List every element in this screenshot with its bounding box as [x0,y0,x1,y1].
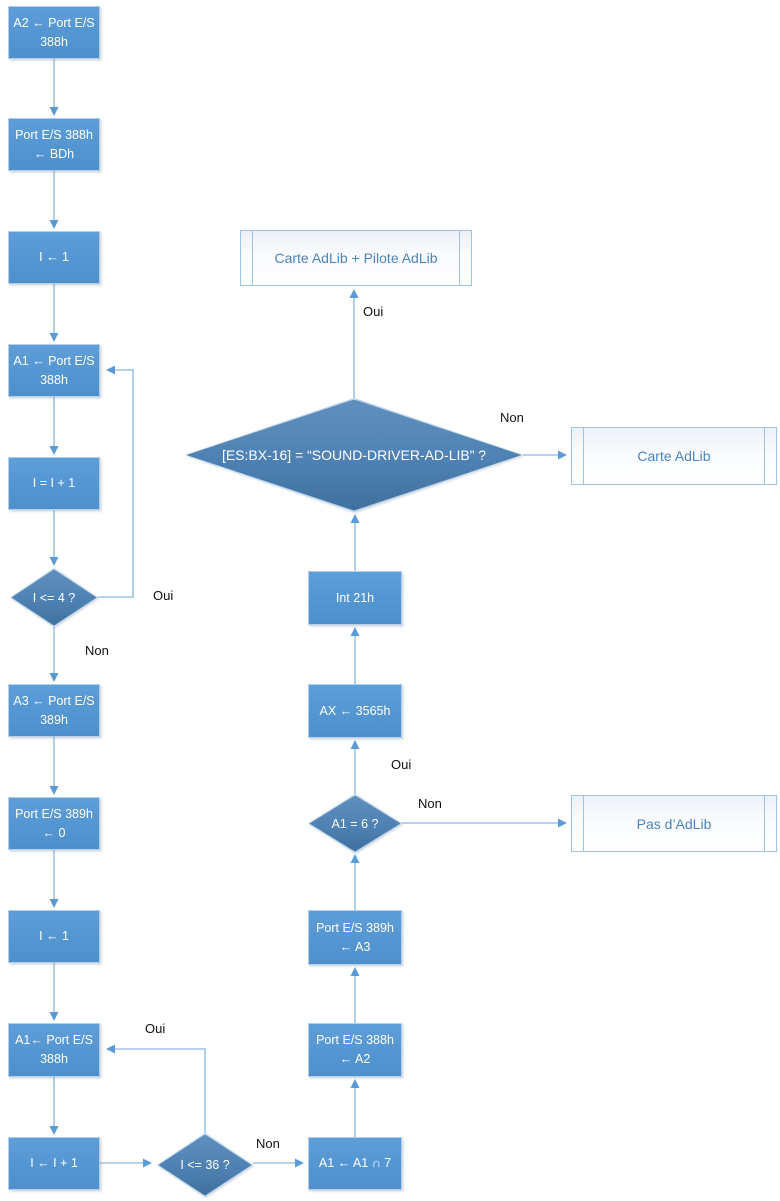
node-restore-389: Port E/S 389h ← A3 [308,910,402,965]
edge-label-i-le-36-oui: Oui [145,1021,166,1036]
node-a1-eq-6-decision: A1 = 6 ? [308,794,402,853]
predefined-bar [764,796,765,851]
edge-ile36-oui-loop [106,1044,206,1133]
node-i-init-2: I ← 1 [8,910,100,963]
node-write-0: Port E/S 389h ← 0 [8,797,100,850]
terminator-label: Carte AdLib + Pilote AdLib [274,250,438,266]
node-write-bdh: Port E/S 388h ← BDh [8,118,100,171]
predefined-bar [583,796,584,851]
predefined-bar [252,231,253,285]
node-a1-read-1: A1 ← Port E/S 388h [8,344,100,397]
node-i-init-1: I ← 1 [8,231,100,284]
edge-label-i-le-4-oui: Oui [153,588,174,603]
node-i-le-4-decision: I <= 4 ? [10,568,98,627]
terminator-label: Pas d’AdLib [636,815,712,832]
decision-label: I <= 36 ? [180,1158,230,1172]
edge-ile4-oui-loop [98,365,134,598]
node-carte-pilote-adlib: Carte AdLib + Pilote AdLib [240,230,472,286]
node-a3-read: A3 ← Port E/S 389h [8,684,100,737]
predefined-bar [583,428,584,484]
edge-label-i-le-4-non: Non [85,643,109,658]
edge-label-a1-eq-6-oui: Oui [391,757,412,772]
edge-label-i-le-36-non: Non [256,1136,280,1151]
node-int-21h: Int 21h [308,571,402,625]
decision-label: [ES:BX-16] = “SOUND-DRIVER-AD-LIB” ? [221,447,487,463]
predefined-bar [764,428,765,484]
predefined-bar [459,231,460,285]
node-pas-adlib: Pas d’AdLib [571,795,777,852]
node-i-le-36-decision: I <= 36 ? [157,1133,253,1197]
node-i-incr-2: I ← I + 1 [8,1137,100,1190]
node-a2-read: A2 ← Port E/S 388h [8,6,100,59]
node-check-driver-decision: [ES:BX-16] = “SOUND-DRIVER-AD-LIB” ? [185,398,523,512]
edge-label-check-driver-non: Non [500,410,524,425]
node-carte-adlib: Carte AdLib [571,427,777,485]
node-i-incr-1: I = I + 1 [8,457,100,510]
decision-label: I <= 4 ? [32,590,76,605]
node-ax-3565: AX ← 3565h [308,684,402,738]
node-a1-read-2: A1← Port E/S 388h [8,1023,100,1077]
node-restore-388: Port E/S 388h ← A2 [308,1023,402,1077]
edge-label-check-driver-oui: Oui [363,304,384,319]
terminator-label: Carte AdLib [637,448,711,464]
node-a1-and-7: A1 ← A1 ∩ 7 [308,1137,402,1190]
edge-label-a1-eq-6-non: Non [418,796,442,811]
decision-label: A1 = 6 ? [331,816,379,831]
